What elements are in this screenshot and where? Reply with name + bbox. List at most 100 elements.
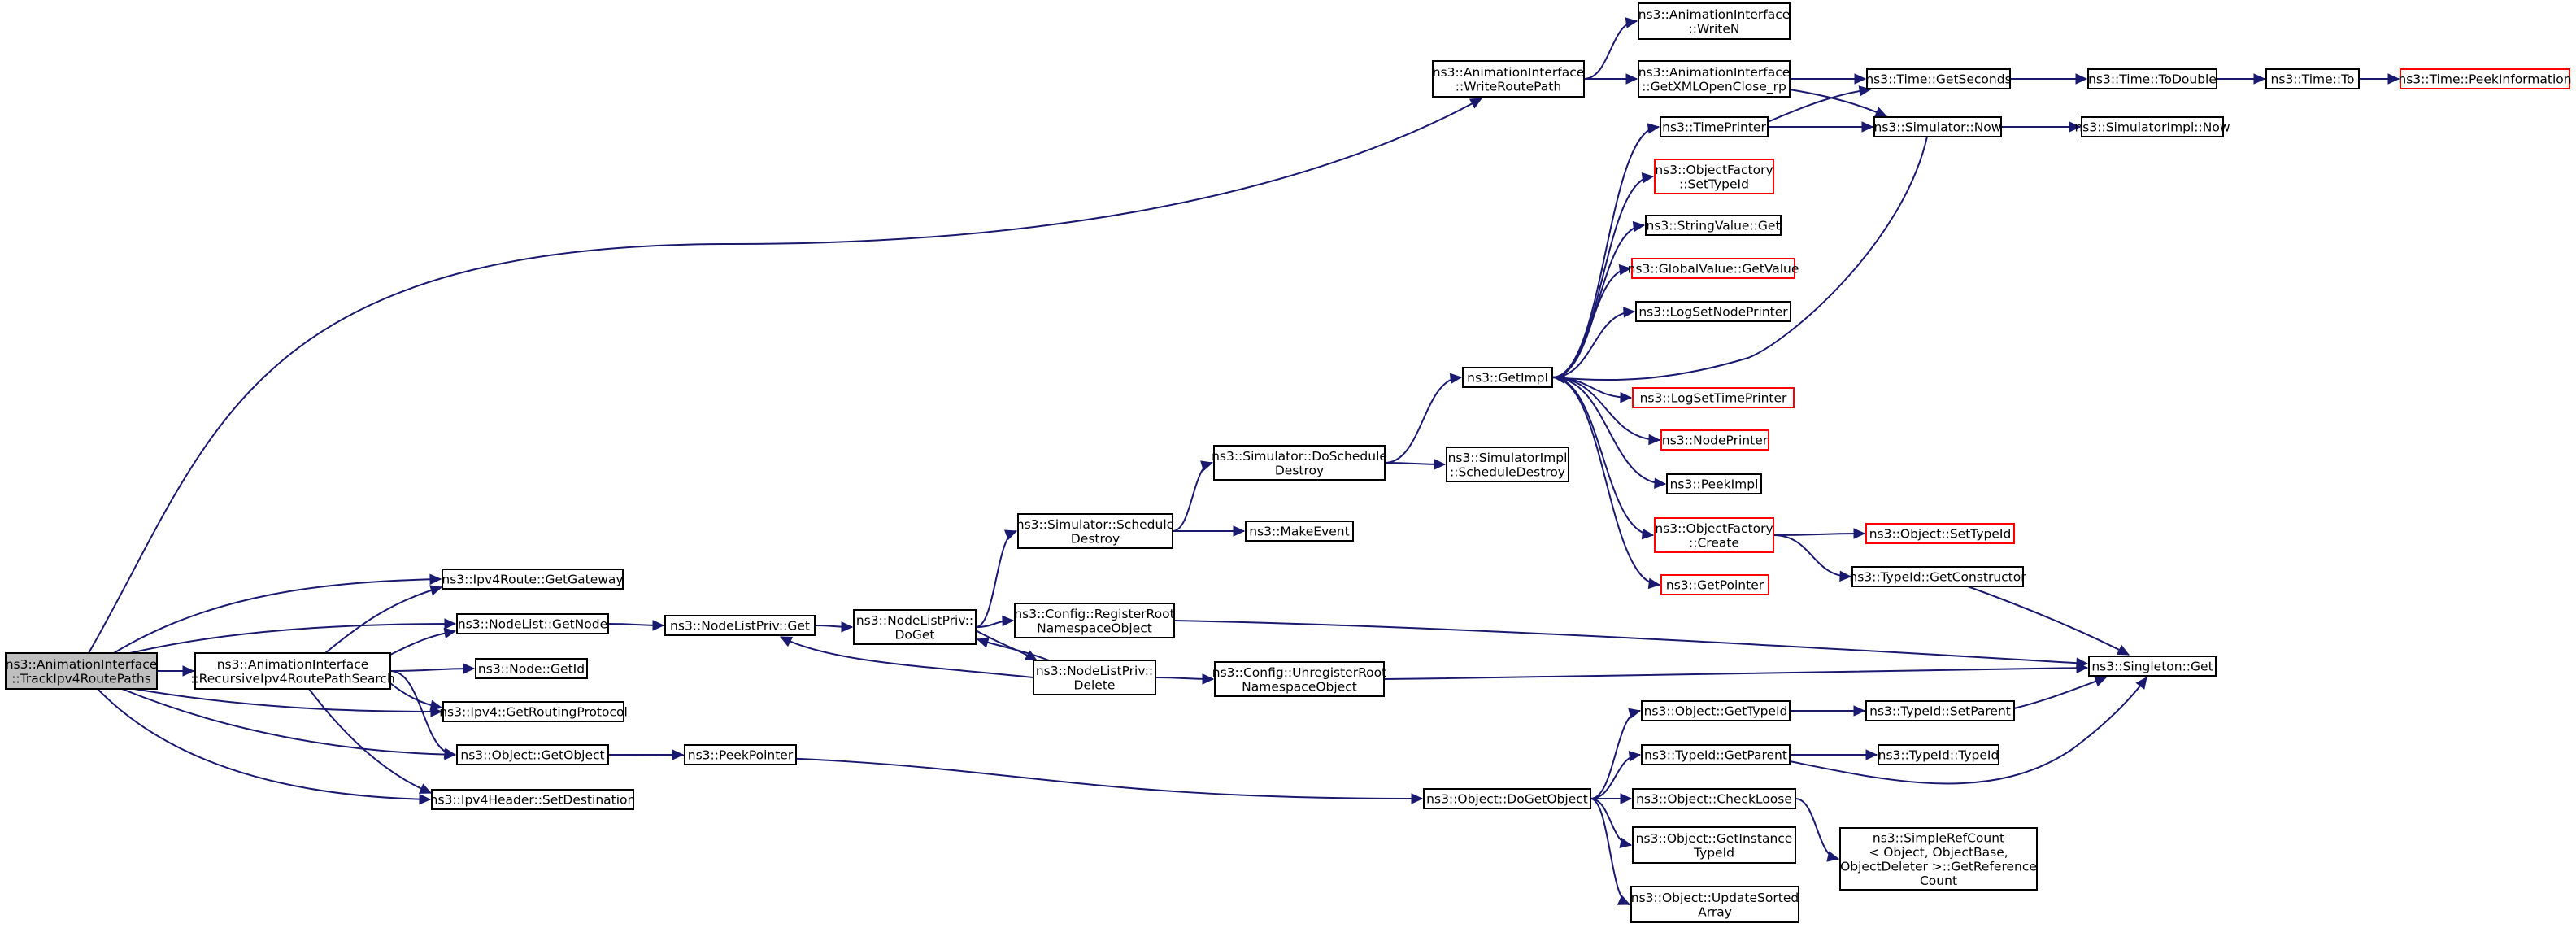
arrowhead bbox=[2387, 73, 2400, 85]
node-ns3-singleton-get[interactable]: ns3::Singleton::Get bbox=[2088, 656, 2217, 677]
node-ns3-typeid-getconstructor[interactable]: ns3::TypeId::GetConstructor bbox=[1849, 566, 2026, 587]
node-ns3-node-getid[interactable]: ns3::Node::GetId bbox=[475, 658, 588, 679]
node-ns3-typeid-getparent[interactable]: ns3::TypeId::GetParent bbox=[1641, 744, 1791, 765]
node-ns3-nodelistpriv-get[interactable]: ns3::NodeListPriv::Get bbox=[664, 615, 816, 636]
edge-n8-to-n10 bbox=[814, 621, 854, 633]
edge-line bbox=[1773, 534, 1852, 577]
edge-n31-to-n41 bbox=[1773, 534, 1852, 582]
node-ns3-nodelistpriv-delete[interactable]: ns3::NodeListPriv::Delete bbox=[1033, 660, 1156, 695]
node-label-line: ns3::Time::ToDouble bbox=[2088, 72, 2217, 87]
edge-line bbox=[1773, 533, 1865, 536]
node-ns3-typeid-typeid[interactable]: ns3::TypeId::TypeId bbox=[1878, 744, 1999, 765]
node-ns3-animationinterface-trackipv4routepaths[interactable]: ns3::AnimationInterface::TrackIpv4RouteP… bbox=[5, 652, 158, 690]
node-ns3-objectfactory-create[interactable]: ns3::ObjectFactory::Create bbox=[1654, 517, 1774, 553]
node-ns3-time-todouble[interactable]: ns3::Time::ToDouble bbox=[2087, 68, 2217, 89]
node-label-line: Delete bbox=[1074, 677, 1116, 692]
arrowhead bbox=[2069, 121, 2082, 133]
node-ns3-nodelistpriv-doget[interactable]: ns3::NodeListPriv::DoGet bbox=[853, 609, 977, 645]
node-label-line: ns3::AnimationInterface bbox=[1638, 7, 1791, 22]
edge-n19-to-n32 bbox=[1551, 377, 1661, 590]
arrowhead bbox=[1617, 895, 1631, 905]
node-ns3-simplerefcount-object-objectbase-objectdeleter-getreference-count[interactable]: ns3::SimpleRefCount< Object, ObjectBase,… bbox=[1839, 827, 2038, 891]
node-ns3-logsetnodeprinter[interactable]: ns3::LogSetNodePrinter bbox=[1635, 301, 1791, 322]
arrowhead bbox=[182, 665, 195, 677]
node-ns3-logsettimeprinter[interactable]: ns3::LogSetTimePrinter bbox=[1632, 387, 1795, 408]
node-ns3-time-getseconds[interactable]: ns3::Time::GetSeconds bbox=[1865, 68, 2012, 89]
node-ns3-object-checkloose[interactable]: ns3::Object::CheckLoose bbox=[1632, 788, 1796, 809]
node-label-line: ns3::Simulator::DoSchedule bbox=[1212, 449, 1387, 464]
edge-line bbox=[324, 586, 442, 654]
arrowhead bbox=[429, 573, 442, 586]
arrowhead bbox=[443, 627, 457, 639]
node-ns3-nodelist-getnode[interactable]: ns3::NodeList::GetNode bbox=[456, 613, 609, 634]
node-ns3-nodeprinter[interactable]: ns3::NodePrinter bbox=[1660, 429, 1769, 451]
edge-n48-to-n49 bbox=[2359, 73, 2400, 85]
arrowhead bbox=[1620, 391, 1633, 403]
node-box bbox=[1632, 788, 1796, 809]
node-ns3-ipv4route-getgateway[interactable]: ns3::Ipv4Route::GetGateway bbox=[442, 569, 624, 590]
node-ns3-ipv4-getroutingprotocol[interactable]: ns3::Ipv4::GetRoutingProtocol bbox=[439, 701, 628, 722]
edge-line bbox=[308, 688, 432, 794]
node-ns3-animationinterface-getxmlopenclose-rp[interactable]: ns3::AnimationInterface::GetXMLOpenClose… bbox=[1638, 60, 1791, 98]
node-ns3-stringvalue-get[interactable]: ns3::StringValue::Get bbox=[1645, 215, 1782, 236]
edge-n1-to-n2 bbox=[324, 585, 443, 654]
arrowhead bbox=[1853, 528, 1866, 539]
node-ns3-simulatorimpl-now[interactable]: ns3::SimulatorImpl::Now bbox=[2074, 116, 2230, 137]
edge-line bbox=[1967, 586, 2130, 656]
node-ns3-object-settypeid[interactable]: ns3::Object::SetTypeId bbox=[1865, 523, 2015, 544]
edge-n46-to-n48 bbox=[2217, 73, 2266, 85]
node-ns3-getimpl[interactable]: ns3::GetImpl bbox=[1462, 367, 1553, 388]
node-box bbox=[1654, 517, 1774, 553]
edge-n19-to-n30 bbox=[1551, 377, 1667, 490]
edge-n20-to-n36 bbox=[1590, 798, 1633, 849]
edge-n43-to-n42 bbox=[2013, 676, 2108, 709]
node-ns3-peekpointer[interactable]: ns3::PeekPointer bbox=[684, 744, 797, 765]
node-box bbox=[2265, 68, 2360, 89]
node-box bbox=[1660, 116, 1769, 137]
node-ns3-peekimpl[interactable]: ns3::PeekImpl bbox=[1666, 473, 1762, 494]
node-label-line: ns3::GetImpl bbox=[1467, 371, 1548, 386]
node-label-line: ::GetXMLOpenClose_rp bbox=[1642, 79, 1786, 94]
node-ns3-globalvalue-getvalue[interactable]: ns3::GlobalValue::GetValue bbox=[1628, 258, 1799, 279]
edge-n17-to-n21 bbox=[1583, 17, 1638, 80]
node-label-line: ns3::MakeEvent bbox=[1249, 525, 1349, 539]
node-box bbox=[1033, 660, 1156, 695]
node-label-line: ns3::AnimationInterface bbox=[217, 657, 369, 672]
edge-n34-to-n44 bbox=[1789, 749, 1878, 760]
edge-line bbox=[389, 668, 475, 672]
arrowhead bbox=[779, 636, 794, 647]
node-box bbox=[1865, 700, 2015, 721]
node-ns3-time-peekinformation[interactable]: ns3::Time::PeekInformation bbox=[2398, 68, 2572, 89]
node-ns3-animationinterface-recursiveipv4routepathsearch[interactable]: ns3::AnimationInterface::RecursiveIpv4Ro… bbox=[190, 652, 395, 690]
node-ns3-getpointer[interactable]: ns3::GetPointer bbox=[1660, 574, 1769, 595]
node-ns3-animationinterface-writen[interactable]: ns3::AnimationInterface::WriteN bbox=[1638, 2, 1791, 40]
node-ns3-config-unregisterroot-namespaceobject[interactable]: ns3::Config::UnregisterRootNamespaceObje… bbox=[1212, 661, 1386, 697]
edge-n19-to-n29 bbox=[1551, 377, 1661, 446]
node-label-line: ns3::ObjectFactory bbox=[1655, 163, 1773, 177]
node-ns3-simulator-schedule-destroy[interactable]: ns3::Simulator::ScheduleDestroy bbox=[1016, 513, 1174, 549]
edge-n22-to-n38 bbox=[1790, 73, 1867, 85]
node-ns3-simulatorimpl-scheduledestroy[interactable]: ns3::SimulatorImpl::ScheduleDestroy bbox=[1446, 447, 1569, 482]
node-ns3-object-dogetobject[interactable]: ns3::Object::DoGetObject bbox=[1423, 788, 1591, 809]
node-ns3-object-getobject[interactable]: ns3::Object::GetObject bbox=[456, 744, 609, 765]
node-ns3-makeevent[interactable]: ns3::MakeEvent bbox=[1245, 521, 1354, 542]
node-ns3-time-to[interactable]: ns3::Time::To bbox=[2265, 68, 2360, 89]
node-box bbox=[1635, 301, 1791, 322]
node-ns3-animationinterface-writeroutepath[interactable]: ns3::AnimationInterface::WriteRoutePath bbox=[1432, 60, 1585, 98]
arrowhead bbox=[652, 620, 665, 631]
arrowhead bbox=[1619, 837, 1633, 849]
node-ns3-object-gettypeid[interactable]: ns3::Object::GetTypeId bbox=[1641, 700, 1791, 721]
node-ns3-timeprinter[interactable]: ns3::TimePrinter bbox=[1660, 116, 1769, 137]
node-ns3-objectfactory-settypeid[interactable]: ns3::ObjectFactory::SetTypeId bbox=[1654, 159, 1774, 194]
node-box bbox=[194, 652, 391, 690]
node-ns3-simulator-now[interactable]: ns3::Simulator::Now bbox=[1873, 116, 2002, 137]
node-box bbox=[475, 658, 588, 679]
node-ns3-typeid-setparent[interactable]: ns3::TypeId::SetParent bbox=[1865, 700, 2015, 721]
arrowhead bbox=[1865, 749, 1878, 760]
node-ns3-ipv4header-setdestination[interactable]: ns3::Ipv4Header::SetDestination bbox=[430, 789, 636, 810]
arrowhead bbox=[2093, 676, 2108, 687]
